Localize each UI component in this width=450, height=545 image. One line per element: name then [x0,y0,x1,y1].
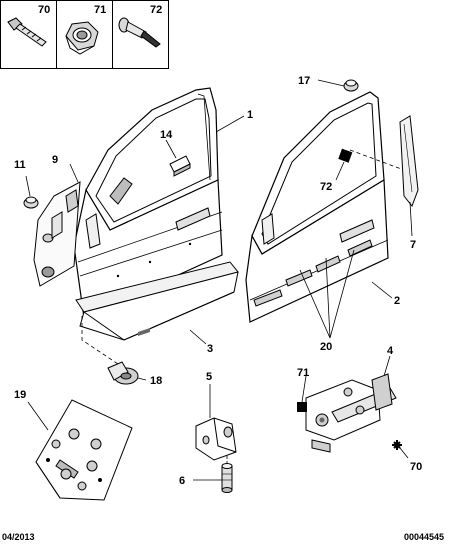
callout-7: 7 [410,239,416,251]
callout-20: 20 [320,341,332,353]
clip-icon [118,17,161,48]
clip-part-18 [107,361,139,385]
callout-9: 9 [52,154,58,166]
callout-5: 5 [206,371,212,383]
hinge-part-5 [195,417,237,461]
callout-72: 72 [320,181,332,193]
nut-marker-71 [297,402,307,412]
callout-1: 1 [247,109,253,121]
footer-code: 00044545 [404,532,444,542]
header-ref-72: 72 [150,4,162,16]
hinge-reinforcement-panel [33,181,81,287]
callout-71: 71 [297,367,309,379]
fixings-kit-part-19 [35,399,133,501]
footer-date: 04/2013 [2,532,35,542]
front-door-shell [73,87,223,319]
callout-17: 17 [298,75,310,87]
rear-door-shell [245,91,389,323]
clip-marker-72 [338,148,353,163]
nut-icon [65,21,99,55]
sill-moulding-part-3 [75,261,239,341]
hinge-pin-part-6 [221,463,233,493]
plug-part-14 [169,155,191,177]
callout-19: 19 [14,389,26,401]
header-ref-70: 70 [38,4,50,16]
grommet-part-17 [343,79,359,92]
callout-70: 70 [410,461,422,473]
callout-2: 2 [394,295,400,307]
trim-strip-part-7 [399,115,419,207]
callout-18: 18 [150,375,162,387]
header-ref-71: 71 [94,4,106,16]
callout-3: 3 [207,343,213,355]
bolt-icon [7,17,47,47]
callout-4: 4 [387,345,394,357]
header-parts-row: 70 71 72 [0,0,169,69]
bolt-marker-70 [392,440,402,450]
door-check-strap-part-4 [305,373,397,453]
leader-lines [25,79,413,481]
grommet-part-11 [23,196,39,209]
callout-6: 6 [179,475,185,487]
callout-14: 14 [160,129,173,141]
callout-11: 11 [14,159,26,171]
